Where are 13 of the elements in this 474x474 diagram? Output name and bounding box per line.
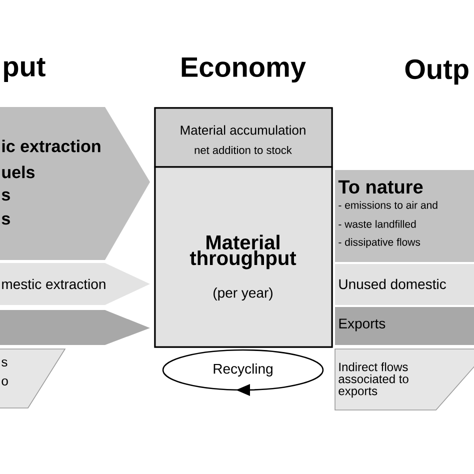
- input-flow-band: [0, 310, 150, 345]
- heading: Outp: [405, 59, 468, 85]
- input-flow-band: ic extraction uels s s: [0, 107, 150, 260]
- input-block: s o: [0, 348, 66, 408]
- recycling-loop: Recycling: [162, 349, 324, 396]
- node-label: Economy: [182, 57, 306, 83]
- throughput-section: Material throughput (per year): [154, 166, 333, 348]
- output-block: To nature - emissions to air and - waste landfilled - dissipative flows: [335, 170, 474, 262]
- output-block: Exports: [335, 307, 474, 345]
- input-flow-band: mestic extraction: [0, 263, 150, 305]
- accumulation-section: Material accumulation net addition to stock: [154, 107, 333, 168]
- output-block: Unused domestic: [335, 264, 474, 305]
- output-block: Indirect flows associated to exports: [334, 348, 474, 410]
